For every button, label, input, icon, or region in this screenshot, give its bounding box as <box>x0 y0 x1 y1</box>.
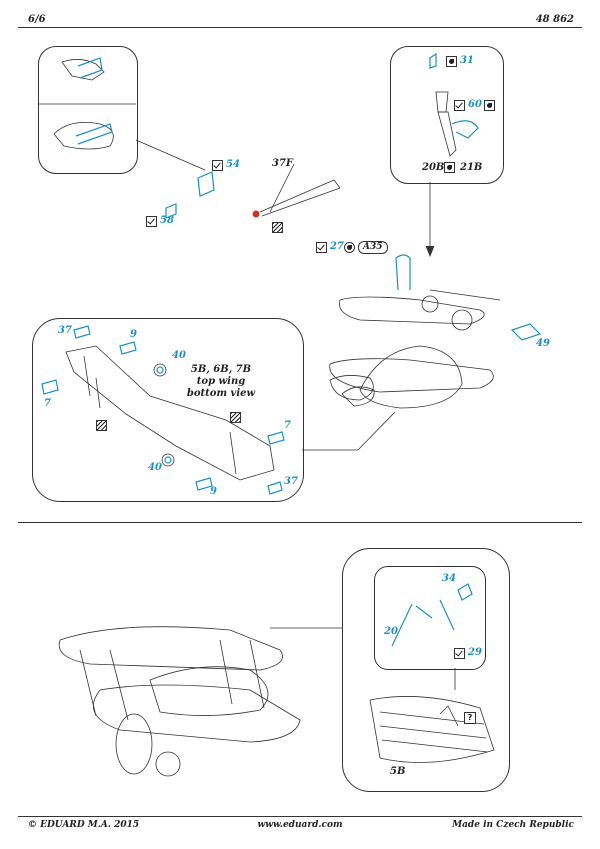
ref-a35-label: A35 <box>358 241 388 254</box>
wing-view-caption: 5B, 6B, 7B top wing bottom view <box>176 364 266 400</box>
paint-hatch-icon <box>272 222 283 233</box>
part-58-label: 58 <box>160 215 174 226</box>
part-20-label: 20 <box>384 626 398 637</box>
wing-part-label: 9 <box>130 329 137 340</box>
wing-part-label: 37 <box>58 325 72 336</box>
inset-lower-right-small <box>374 566 486 670</box>
fold-check-icon <box>316 242 327 253</box>
part-54-label: 54 <box>226 159 240 170</box>
wing-part-label: 7 <box>284 420 291 431</box>
wing-part-label: 40 <box>148 462 162 473</box>
paint-hatch-icon <box>96 420 107 431</box>
bend-icon <box>484 100 495 111</box>
kit-number: 48 862 <box>535 14 574 25</box>
ref-21b-label: 21B <box>460 162 483 173</box>
unknown-mark-icon: ? <box>464 712 476 724</box>
part-49-label: 49 <box>536 338 550 349</box>
page-number: 6/6 <box>28 14 46 25</box>
header-rule <box>18 27 582 28</box>
wing-part-label: 7 <box>44 398 51 409</box>
fold-check-icon <box>454 648 465 659</box>
part-37f-label: 37F <box>272 158 294 169</box>
footer-rule <box>18 816 582 817</box>
caption-line-2: top wing <box>196 376 246 387</box>
ref-20b-label: 20B <box>422 162 445 173</box>
part-34-label: 34 <box>442 573 456 584</box>
bend-icon <box>444 162 455 173</box>
caption-line-1: 5B, 6B, 7B <box>190 364 252 375</box>
caption-line-3: bottom view <box>186 388 256 399</box>
fold-check-icon <box>454 100 465 111</box>
ref-5b-label: 5B <box>390 766 406 777</box>
inset-top-left <box>38 46 138 174</box>
part-29-label: 29 <box>468 647 482 658</box>
wing-part-label: 40 <box>172 350 186 361</box>
fold-check-icon <box>146 216 157 227</box>
bend-icon <box>446 56 457 67</box>
part-27-label: 27 <box>330 241 344 252</box>
drill-icon <box>344 242 355 253</box>
part-31-label: 31 <box>460 55 474 66</box>
website: www.eduard.com <box>257 820 343 830</box>
wing-part-label: 37 <box>284 476 298 487</box>
part-60-label: 60 <box>468 99 482 110</box>
section-divider <box>18 522 582 523</box>
made-in: Made in Czech Republic <box>452 820 574 830</box>
fold-check-icon <box>212 160 223 171</box>
inset-top-right <box>390 46 504 184</box>
wing-part-label: 9 <box>210 486 217 497</box>
inset-wing-bottom-view <box>32 318 304 502</box>
paint-hatch-icon <box>230 412 241 423</box>
copyright: © EDUARD M.A. 2015 <box>28 820 140 830</box>
